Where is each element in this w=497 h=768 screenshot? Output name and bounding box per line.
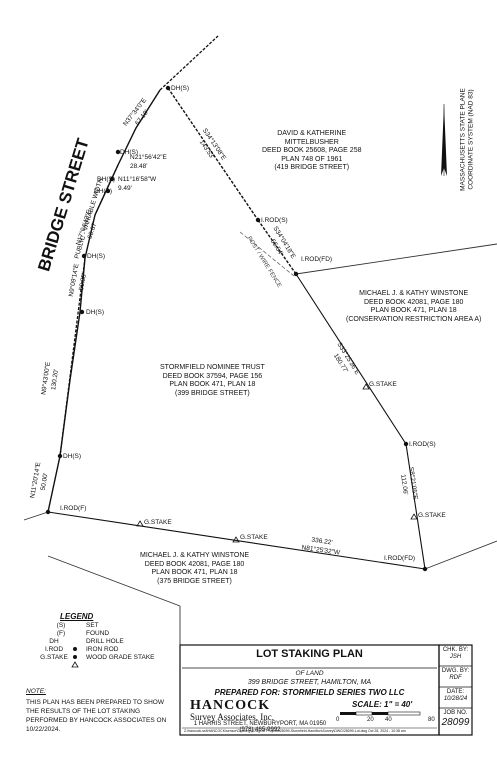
dh-marker — [165, 85, 171, 91]
street-line-south — [23, 511, 49, 521]
north-boundary-2 — [257, 219, 297, 275]
plan-address: 399 BRIDGE STREET, HAMILTON, MA — [247, 679, 372, 686]
legend-title: LEGEND — [60, 612, 94, 621]
checked-by: CHK. BY:JSH — [442, 647, 469, 660]
dh-marker — [79, 309, 85, 315]
north-parcel-line — [295, 243, 497, 275]
coordinate-note: MASSACHUSETTS STATE PLANE COORDINATE SYS… — [459, 88, 475, 191]
monument-label: DH(S) — [86, 309, 105, 316]
gstake-marker — [410, 513, 418, 520]
scale-tick: 20 — [367, 717, 374, 723]
monument-label: I.ROD(FD) — [301, 256, 333, 263]
monument-label: I.ROD(S) — [261, 217, 288, 224]
company-name: HANCOCK — [190, 698, 271, 713]
iron-rod-icon — [73, 655, 77, 659]
irod-marker — [422, 566, 428, 572]
monument-label: G.STAKE — [144, 519, 172, 526]
plan-date: DATE:10/28/24 — [443, 689, 468, 702]
monument-label: I.ROD(S) — [409, 441, 436, 448]
drill-hole-icon — [73, 647, 77, 651]
scale-tick: 0 — [336, 717, 340, 723]
south-parcel-line — [47, 555, 181, 607]
monument-label: DH(S) — [94, 188, 113, 195]
monument-label: DH(S) — [63, 453, 82, 460]
east-boundary — [295, 273, 407, 445]
monument-label: DH(S) — [87, 253, 106, 260]
dh-marker — [115, 149, 121, 155]
side-block-frame — [438, 644, 473, 736]
monument-label: DH(S) — [171, 85, 190, 92]
scale-tick: 80 — [428, 717, 435, 723]
dh-marker — [81, 253, 87, 259]
dh-marker — [57, 453, 63, 459]
irod-marker — [403, 441, 409, 447]
irod-marker — [45, 509, 51, 515]
south-boundary — [47, 511, 426, 570]
plan-of: OF LAND — [295, 670, 324, 677]
gstake-marker — [362, 383, 370, 390]
company-sub: Survey Associates, Inc. — [190, 712, 274, 722]
north-boundary — [167, 87, 259, 221]
monument-label: G.STAKE — [240, 534, 268, 541]
monument-label: DH(S) — [120, 149, 139, 156]
frontage-hatch-2 — [59, 257, 86, 457]
dh-marker — [105, 188, 111, 194]
monument-label: G.STAKE — [369, 381, 397, 388]
monument-label: G.STAKE — [418, 512, 446, 519]
prepared-for: PREPARED FOR: STORMFIELD SERIES TWO LLC — [214, 688, 405, 697]
note-title: NOTE: — [26, 688, 46, 695]
job-number: JOB NO.28099 — [441, 710, 470, 728]
monument-label: DH(S) — [97, 176, 116, 183]
drawn-by: DWG. BY:RDF — [441, 668, 470, 681]
east-boundary-2 — [405, 443, 426, 570]
grade-stake-icon — [71, 661, 79, 668]
monument-label: I.ROD(F) — [60, 505, 87, 512]
gstake-marker — [136, 520, 144, 527]
company-address: 1 HARRIS STREET, NEWBURYPORT, MA 01950(9… — [193, 721, 327, 733]
dh-marker — [109, 176, 115, 182]
east-parcel-line — [424, 540, 497, 570]
irod-marker — [255, 217, 261, 223]
street-extension — [159, 35, 219, 91]
file-path: Z:\hancock-ssi\HANCOCK\sensor\Drawings\D… — [184, 729, 406, 733]
scale-tick: 40 — [385, 717, 392, 723]
monument-label: I.ROD(FD) — [384, 555, 416, 562]
plan-title: LOT STAKING PLAN — [256, 648, 363, 660]
gstake-marker — [232, 536, 240, 543]
scale-label: SCALE: 1" = 40' — [352, 700, 413, 709]
irod-marker — [293, 271, 299, 277]
